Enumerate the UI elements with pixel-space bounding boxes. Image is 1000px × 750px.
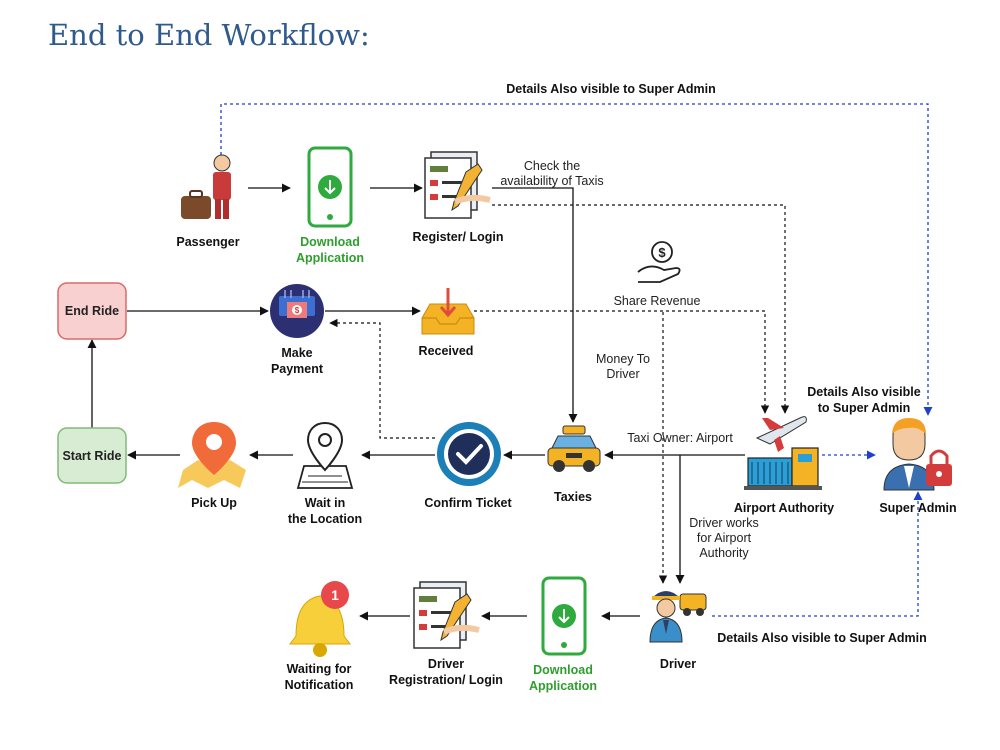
driver-taxi-icon xyxy=(649,591,707,643)
received-label: Received xyxy=(419,344,474,358)
connectors xyxy=(87,103,933,621)
check-availability-note-line1: Check the xyxy=(524,159,580,173)
driver-registration-label-line1: Driver xyxy=(428,657,464,671)
confirm-ticket-label: Confirm Ticket xyxy=(424,496,512,510)
checklist-pen-icon xyxy=(413,581,480,649)
arrow-received-airport xyxy=(474,310,770,414)
money-to-driver-line2: Driver xyxy=(606,367,639,381)
details-bottom-note: Details Also visible to Super Admin xyxy=(717,631,927,645)
smartphone-download-icon xyxy=(541,576,587,656)
driver-works-note-line1: Driver works xyxy=(689,516,758,530)
inbox-receive-icon xyxy=(421,288,475,335)
details-middle-note-line1: Details Also visible xyxy=(807,385,921,399)
share-revenue-label: Share Revenue xyxy=(614,294,701,308)
hand-dollar-coin-icon: $ xyxy=(637,241,681,283)
make-payment-node: $ Make Payment xyxy=(270,284,324,376)
details-middle-note-line2: to Super Admin xyxy=(818,401,911,415)
airport-authority-label: Airport Authority xyxy=(734,501,834,515)
driver-label: Driver xyxy=(660,657,696,671)
taxi-owner-note: Taxi Owner: Airport xyxy=(627,431,733,445)
airport-authority-node: Airport Authority xyxy=(734,416,834,515)
waiting-notification-label-line1: Waiting for xyxy=(287,662,352,676)
airport-plane-icon xyxy=(744,416,822,490)
super-admin-label: Super Admin xyxy=(879,501,956,515)
driver-node: Driver xyxy=(649,591,707,671)
wait-location-label-line2: the Location xyxy=(288,512,362,526)
admin-link-top xyxy=(220,103,933,416)
download-app-driver-label-line1: Download xyxy=(533,663,593,677)
make-payment-label-line1: Make xyxy=(281,346,312,360)
confirm-ticket-node: Confirm Ticket xyxy=(424,422,512,510)
taxies-label: Taxies xyxy=(554,490,592,504)
check-circle-icon xyxy=(437,422,501,486)
pick-up-label: Pick Up xyxy=(191,496,237,510)
download-app-driver-label-line2: Application xyxy=(529,679,597,693)
svg-text:$: $ xyxy=(295,306,300,315)
money-to-driver-line1: Money To xyxy=(596,352,650,366)
wait-location-node: Wait in the Location xyxy=(288,421,362,526)
checklist-pen-icon xyxy=(424,151,491,219)
arrow-register-airport xyxy=(492,204,790,414)
passenger-label: Passenger xyxy=(176,235,239,249)
payment-terminal-icon: $ xyxy=(270,284,324,338)
driver-works-note-line3: Authority xyxy=(699,546,749,560)
start-ride-node: Start Ride xyxy=(57,427,127,484)
taxies-node: Taxies xyxy=(547,425,601,504)
location-marker-icon xyxy=(296,421,354,489)
download-app-driver-node: Download Application xyxy=(529,576,597,693)
smartphone-download-icon xyxy=(307,146,353,228)
map-pin-icon xyxy=(178,422,246,488)
wait-location-label-line1: Wait in xyxy=(305,496,346,510)
end-ride-node: End Ride xyxy=(57,282,127,340)
passenger-luggage-icon xyxy=(181,154,231,219)
driver-registration-node: Driver Registration/ Login xyxy=(389,581,503,687)
share-revenue-node: $ Share Revenue xyxy=(614,241,701,308)
arrow-register-taxies xyxy=(492,187,578,423)
admin-lock-icon xyxy=(883,418,952,491)
waiting-notification-node: 1 Waiting for Notification xyxy=(285,581,354,692)
received-node: Received xyxy=(419,288,475,358)
waiting-notification-label-line2: Notification xyxy=(285,678,354,692)
notification-badge-count: 1 xyxy=(331,587,339,603)
arrow-confirm-payment xyxy=(329,318,435,439)
pick-up-node: Pick Up xyxy=(178,422,246,510)
register-login-node: Register/ Login xyxy=(413,151,504,244)
driver-works-note-line2: for Airport xyxy=(697,531,752,545)
passenger-node: Passenger xyxy=(176,154,240,249)
download-app-passenger-node: Download Application xyxy=(296,146,364,265)
check-availability-note-line2: availability of Taxis xyxy=(500,174,603,188)
page-title: End to End Workflow: xyxy=(48,18,370,52)
driver-registration-label-line2: Registration/ Login xyxy=(389,673,503,687)
admin-link-bottom xyxy=(712,491,923,617)
super-admin-node: Super Admin xyxy=(879,418,957,515)
start-ride-label: Start Ride xyxy=(62,449,121,463)
taxi-icon xyxy=(547,425,601,472)
register-login-label: Register/ Login xyxy=(413,230,504,244)
svg-text:$: $ xyxy=(658,245,666,260)
download-app-label-line2: Application xyxy=(296,251,364,265)
bell-badge-icon: 1 xyxy=(289,581,351,657)
make-payment-label-line2: Payment xyxy=(271,362,324,376)
details-top-note: Details Also visible to Super Admin xyxy=(506,82,716,96)
end-ride-label: End Ride xyxy=(65,304,119,318)
download-app-label-line1: Download xyxy=(300,235,360,249)
